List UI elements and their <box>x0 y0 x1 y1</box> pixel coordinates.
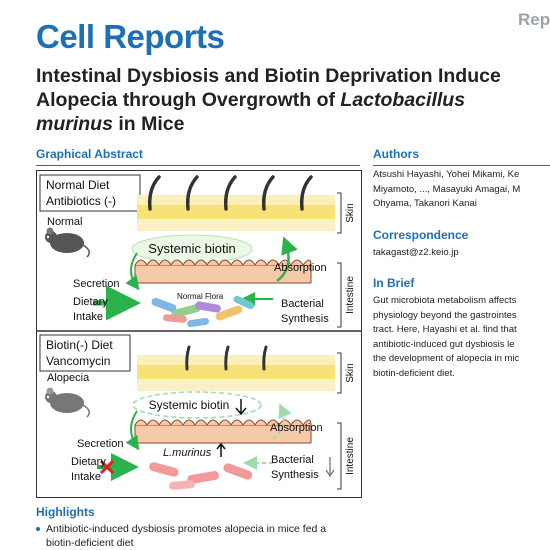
authors-line1: Atsushi Hayashi, Yohei Mikami, Ke <box>373 169 520 180</box>
authors-list: Atsushi Hayashi, Yohei Mikami, Ke Miyamo… <box>373 168 520 212</box>
bottom-synthesis-down-arrow <box>325 457 335 478</box>
title-line-2-text: Alopecia through Overgrowth of <box>36 89 341 111</box>
top-bacterial-line1: Bacterial <box>281 298 324 310</box>
top-bacterial-line2: Synthesis <box>281 313 329 325</box>
top-systemic-biotin-label: Systemic biotin <box>148 241 235 256</box>
top-intestine-villi <box>134 259 312 284</box>
bottom-dietary-line2: Intake <box>71 471 101 483</box>
bottom-bacterial-line1: Bacterial <box>271 454 314 466</box>
in-brief-line: the development of alopecia in mic <box>373 353 520 364</box>
top-normal-flora-bacteria <box>151 295 255 328</box>
journal-header-right: Rep <box>518 10 550 29</box>
highlights-heading: Highlights <box>36 505 95 519</box>
in-brief-line: tract. Here, Hayashi et al. find that <box>373 324 517 335</box>
top-dietary-line1: Dietary <box>73 296 108 308</box>
top-skin-layer-3 <box>137 219 335 231</box>
highlight-line1: Antibiotic-induced dysbiosis promotes al… <box>46 523 327 535</box>
authors-line2: Miyamoto, ..., Masayuki Amagai, M <box>373 183 521 195</box>
top-phenotype-label: Normal <box>47 216 82 228</box>
bottom-mouse-icon <box>45 387 90 418</box>
in-brief-line: Gut microbiota metabolism affects <box>373 295 517 306</box>
correspondence-email[interactable]: takagast@z2.keio.jp <box>373 247 459 258</box>
bottom-systemic-biotin-label: Systemic biotin <box>149 398 230 412</box>
journal-name: Cell Reports <box>36 18 225 55</box>
bottom-intestine-villi <box>134 419 312 444</box>
top-condition-line1: Normal Diet <box>46 178 110 192</box>
bottom-absorption-label: Absorption <box>270 422 323 434</box>
highlight-item: Antibiotic-induced dysbiosis promotes al… <box>36 523 366 550</box>
in-brief-line: physiology beyond the gastrointes <box>373 309 517 321</box>
bottom-skin-label: Skin <box>345 363 356 382</box>
title-line-3: murinus in Mice <box>36 112 550 136</box>
top-normal-flora-label: Normal Flora <box>177 292 224 301</box>
top-mouse-icon <box>45 227 90 258</box>
title-species-genus: Lactobacillus <box>340 89 466 111</box>
authors-heading: Authors <box>373 147 419 161</box>
title-line-1: Intestinal Dysbiosis and Biotin Deprivat… <box>36 65 501 87</box>
in-brief-text: Gut microbiota metabolism affects physio… <box>373 294 519 381</box>
bottom-systemic-biotin-cloud <box>132 391 262 419</box>
in-brief-line: biotin-deficient diet. <box>373 367 455 379</box>
top-absorption-label: Absorption <box>274 262 327 274</box>
article-title: Intestinal Dysbiosis and Biotin Deprivat… <box>36 64 550 136</box>
bottom-condition-line1: Biotin(-) Diet <box>46 338 113 352</box>
bottom-lmurinus-bacteria <box>149 462 253 490</box>
top-condition-box <box>39 174 141 212</box>
top-skin-layer-2 <box>137 205 335 219</box>
bottom-intestine-label: Intestine <box>345 437 356 475</box>
highlight-line2: biotin-deficient diet <box>46 536 134 549</box>
in-brief-heading: In Brief <box>373 276 415 290</box>
top-skin-label: Skin <box>345 203 356 222</box>
top-condition-line2: Antibiotics (-) <box>46 194 116 208</box>
title-line-2: Alopecia through Overgrowth of Lactobaci… <box>36 88 550 112</box>
top-hairs <box>147 175 313 211</box>
top-secretion-label: Secretion <box>73 278 119 290</box>
bottom-hairs <box>185 345 268 371</box>
bottom-condition-box <box>39 334 131 372</box>
graphical-abstract-figure: Normal Diet Antibiotics (-) Normal Skin … <box>36 170 362 498</box>
graphical-abstract-heading: Graphical Abstract <box>36 147 143 161</box>
graphical-abstract-svg: Normal Diet Antibiotics (-) Normal Skin … <box>37 174 361 490</box>
bottom-dietary-line1: Dietary <box>71 456 106 468</box>
bottom-condition-line2: Vancomycin <box>46 354 110 368</box>
title-line-3-text: in Mice <box>112 113 185 135</box>
bottom-secretion-label: Secretion <box>77 438 123 450</box>
bullet-icon <box>36 527 40 532</box>
graphical-abstract-rule <box>36 165 360 166</box>
authors-rule <box>373 165 550 166</box>
title-species-name: murinus <box>36 113 113 135</box>
bottom-lmurinus-label: L.murinus <box>163 447 212 459</box>
bottom-bacterial-line2: Synthesis <box>271 469 319 481</box>
in-brief-line: antibiotic-induced gut dysbiosis le <box>373 338 515 350</box>
top-intestine-label: Intestine <box>345 276 356 314</box>
bottom-systemic-down-arrow <box>235 399 247 416</box>
bottom-phenotype-label: Alopecia <box>47 372 90 384</box>
authors-line3: Ohyama, Takanori Kanai <box>373 198 477 209</box>
dietary-block-x-icon <box>99 459 115 475</box>
correspondence-heading: Correspondence <box>373 228 469 242</box>
top-dietary-line2: Intake <box>73 311 103 323</box>
top-skin-layer-1 <box>137 195 335 205</box>
bottom-lmurinus-up-arrow <box>216 442 226 457</box>
